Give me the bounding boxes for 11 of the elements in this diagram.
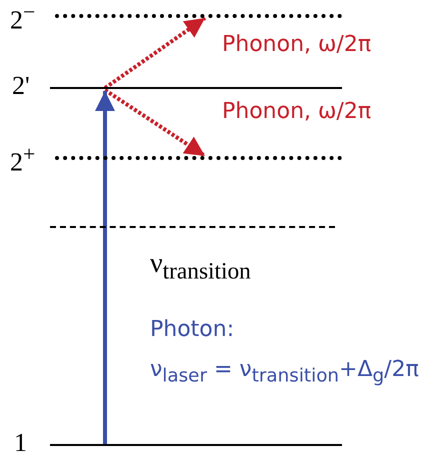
arrow bbox=[104, 88, 206, 158]
level-label: 2' bbox=[12, 71, 30, 101]
level-label: 1 bbox=[14, 428, 27, 458]
edge-label: Phonon, ω/2π bbox=[222, 98, 372, 126]
level-label: 2$^{+}$ bbox=[10, 142, 36, 178]
edge-label: Photon: ν$_{laser}$ = ν$_{transition}$+Δ$_{g}$/2π bbox=[150, 316, 419, 388]
level-label: 2$^{−}$ bbox=[10, 0, 36, 36]
arrow bbox=[95, 91, 115, 445]
arrow bbox=[104, 16, 206, 90]
edge-label: Phonon, ω/2π bbox=[222, 31, 372, 59]
level-label: ν$_{transition}$ bbox=[150, 248, 251, 286]
